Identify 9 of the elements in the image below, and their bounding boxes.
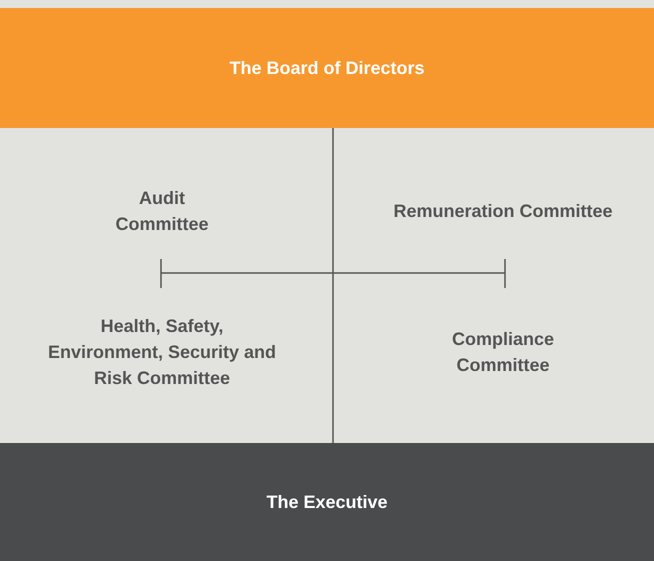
- band-title: The Board of Directors: [229, 57, 425, 80]
- committee-label: Health, Safety, Environment, Security and Risk Committee: [42, 313, 282, 391]
- header-band: [0, 443, 654, 561]
- committee-label: Audit Committee: [107, 185, 217, 237]
- committee-label: Remuneration Committee: [363, 198, 643, 224]
- band-title: The Executive: [266, 491, 388, 514]
- header-band: [0, 8, 654, 128]
- connector-line: [332, 128, 334, 443]
- committee-label: Compliance Committee: [403, 326, 603, 378]
